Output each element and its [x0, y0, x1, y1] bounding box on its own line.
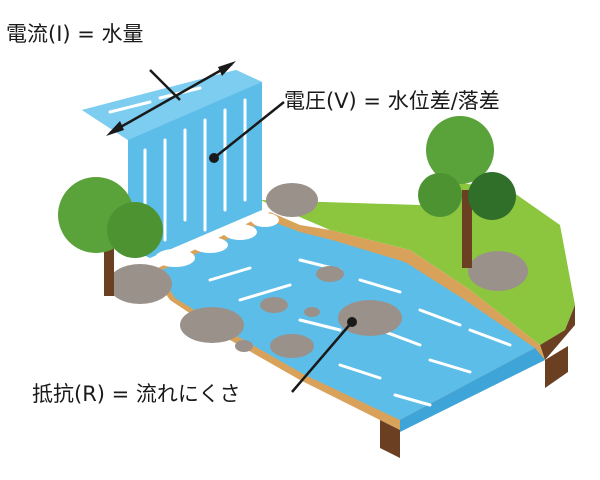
resistance-label: 抵抗(R) = 流れにくさ: [32, 382, 241, 406]
tree-left: [58, 177, 163, 296]
grass-bank: [260, 180, 575, 360]
tree-right: [418, 116, 516, 268]
voltage-label: 電圧(V) = 水位差/落差: [284, 89, 500, 113]
current-width-arrow: [106, 61, 236, 136]
leader-lines: [149, 69, 357, 393]
rocks: [108, 183, 528, 358]
current-label: 電流(I) = 水量: [6, 22, 144, 46]
